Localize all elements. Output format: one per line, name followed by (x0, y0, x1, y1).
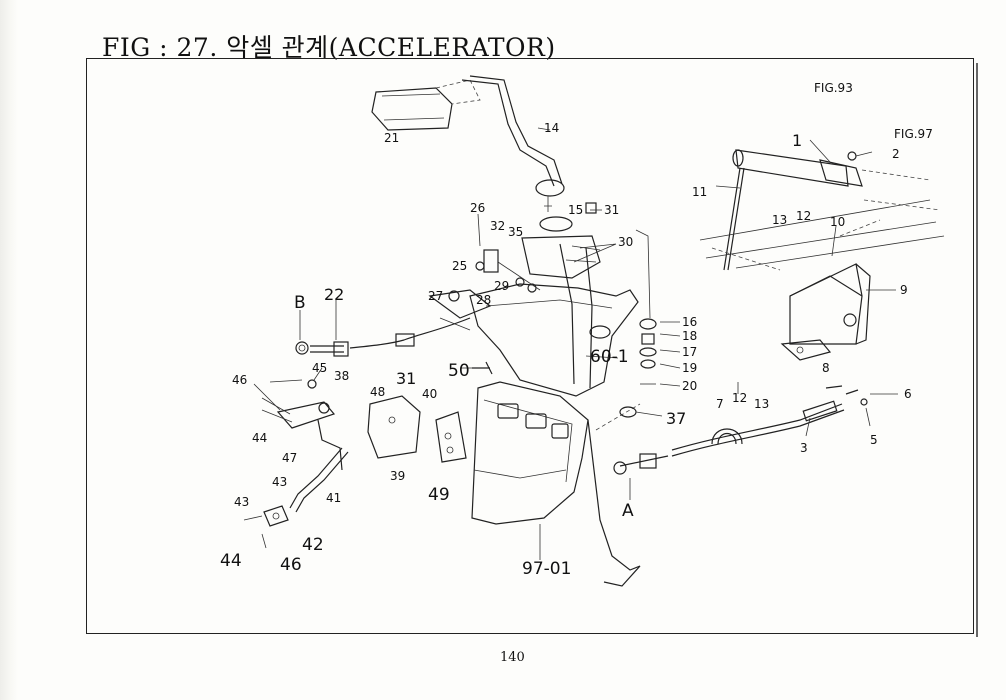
label-1: 1 (792, 131, 802, 150)
label-16: 16 (682, 315, 697, 329)
label-60-1: 60-1 (590, 347, 629, 367)
part-39-bracket (367, 395, 421, 459)
label-28: 28 (476, 293, 491, 307)
part-14-pedal-arm (461, 75, 565, 212)
label-46-upper: 46 (232, 373, 247, 387)
part-3-cable (613, 400, 845, 475)
label-39: 39 (390, 469, 405, 483)
part-21-pedal-pad (371, 79, 481, 131)
label-37: 37 (666, 409, 686, 428)
part-9-box (789, 263, 871, 345)
label-19: 19 (682, 361, 697, 375)
part-49-bracket (435, 411, 467, 463)
label-38: 38 (334, 369, 349, 383)
label-12-bottom: 12 (732, 391, 747, 405)
label-6: 6 (904, 387, 912, 401)
label-40: 40 (422, 387, 437, 401)
label-42: 42 (302, 535, 324, 555)
label-44-lower: 44 (220, 551, 242, 571)
part-50-bolt (472, 361, 493, 375)
label-31-top: 31 (604, 203, 619, 217)
label-8: 8 (822, 361, 830, 375)
part-38-lever (261, 379, 343, 471)
scan-margin (0, 0, 18, 700)
label-3: 3 (800, 441, 808, 455)
part-15-cluster (521, 202, 601, 279)
part-42-pivot (243, 505, 289, 549)
label-35: 35 (508, 225, 523, 239)
part-37-grommet (619, 406, 663, 418)
part-8-clip (780, 339, 832, 361)
label-22: 22 (324, 285, 344, 304)
part-1-bar (732, 149, 941, 211)
label-2: 2 (892, 147, 900, 161)
label-20: 20 (682, 379, 697, 393)
label-27: 27 (428, 289, 443, 303)
label-13-bottom: 13 (754, 397, 769, 411)
fig-ref-93: FIG.93 (814, 81, 853, 95)
label-13-top: 13 (772, 213, 787, 227)
label-18: 18 (682, 329, 697, 343)
figure-references: FIG.93 FIG.97 (814, 81, 933, 141)
label-49: 49 (428, 485, 450, 505)
label-97-01: 97-01 (522, 559, 571, 579)
label-31-lower: 31 (396, 369, 416, 388)
page-title: FIG : 27. 악셀 관계(ACCELERATOR) (102, 33, 556, 62)
label-11: 11 (692, 185, 707, 199)
label-12-top: 12 (796, 209, 811, 223)
label-26: 26 (470, 201, 485, 215)
label-50: 50 (448, 361, 470, 381)
label-30: 30 (618, 235, 633, 249)
label-43-left: 43 (234, 495, 249, 509)
label-10: 10 (830, 215, 845, 229)
label-21: 21 (384, 131, 399, 145)
floor-plate (699, 199, 945, 271)
part-97-01-panel (471, 381, 641, 587)
label-47: 47 (282, 451, 297, 465)
label-15: 15 (568, 203, 583, 217)
label-A: A (622, 501, 634, 521)
page-number: 140 (500, 650, 525, 665)
part-41-rod (289, 447, 349, 513)
label-B: B (294, 293, 306, 313)
part-labels: 1 2 3 5 6 7 8 9 10 11 12 13 12 13 14 15 … (220, 121, 912, 579)
diagram-frame (86, 58, 978, 637)
fig-ref-97: FIG.97 (894, 127, 933, 141)
part-22-cable (295, 317, 471, 357)
label-5: 5 (870, 433, 878, 447)
label-25: 25 (452, 259, 467, 273)
label-17: 17 (682, 345, 697, 359)
label-32: 32 (490, 219, 505, 233)
label-45: 45 (312, 361, 327, 375)
label-48: 48 (370, 385, 385, 399)
part-7-clip (711, 428, 743, 445)
parts-5-6 (825, 385, 868, 406)
linkage-25-35 (428, 249, 541, 331)
label-14: 14 (544, 121, 559, 135)
part-60-1-bracket (469, 243, 639, 397)
label-9: 9 (900, 283, 908, 297)
label-46-lower: 46 (280, 555, 302, 575)
leader-lines (253, 127, 898, 560)
label-41: 41 (326, 491, 341, 505)
parts-16-20-stack (639, 318, 657, 385)
label-7: 7 (716, 397, 724, 411)
label-29: 29 (494, 279, 509, 293)
label-43-right: 43 (272, 475, 287, 489)
label-44-upper: 44 (252, 431, 267, 445)
